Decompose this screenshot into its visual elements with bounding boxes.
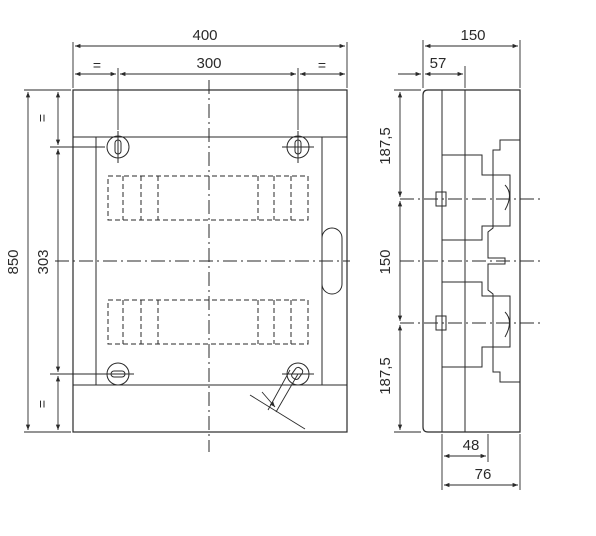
dimension-depth-overall xyxy=(422,40,521,88)
dimension-rail-offset xyxy=(441,434,521,490)
label-height-overall: 850 xyxy=(5,249,22,274)
label-spacing-top: 187,5 xyxy=(377,127,394,165)
mounting-hole-top-left xyxy=(106,131,130,163)
side-view: 150 57 187,5 150 187,5 48 xyxy=(377,27,540,490)
label-width-inner: 300 xyxy=(196,55,221,72)
module-clip-bottom xyxy=(435,315,447,331)
equal-mark-left-bottom: = xyxy=(34,400,50,408)
label-spacing-middle: 150 xyxy=(377,249,394,274)
front-view: 400 300 = = 850 303 = = xyxy=(5,27,350,452)
label-depth-overall: 150 xyxy=(460,27,485,44)
dimension-height-inner xyxy=(50,91,105,430)
label-depth-offset: 57 xyxy=(430,55,447,72)
module-latch-bottom xyxy=(504,311,510,338)
mounting-hole-bottom-left xyxy=(102,362,134,386)
module-clip-top xyxy=(435,191,447,207)
label-rail-offset: 48 xyxy=(463,437,480,454)
mounting-hole-top-right xyxy=(282,131,314,163)
dimension-depth-offset xyxy=(398,66,466,88)
side-profile-outline xyxy=(422,89,521,433)
label-spacing-bottom: 187,5 xyxy=(377,357,394,395)
module-side-bottom xyxy=(441,281,511,368)
dimension-height-overall xyxy=(24,89,71,433)
dimension-width-overall xyxy=(72,42,348,88)
label-height-inner: 303 xyxy=(35,249,52,274)
equal-mark-top-right: = xyxy=(318,57,326,73)
dimension-width-inner xyxy=(74,68,345,130)
dimension-vertical-spacing xyxy=(394,89,421,433)
equal-mark-left-top: = xyxy=(34,114,50,122)
equal-mark-top-left: = xyxy=(93,57,101,73)
din-rail-profile xyxy=(487,139,520,383)
label-width-overall: 400 xyxy=(192,27,217,44)
label-rail-depth: 76 xyxy=(475,466,492,483)
module-side-top xyxy=(441,154,511,241)
module-row-bottom xyxy=(107,299,309,345)
slot-width-leader xyxy=(249,369,306,430)
module-latch-top xyxy=(504,184,510,211)
module-row-top xyxy=(107,175,309,221)
